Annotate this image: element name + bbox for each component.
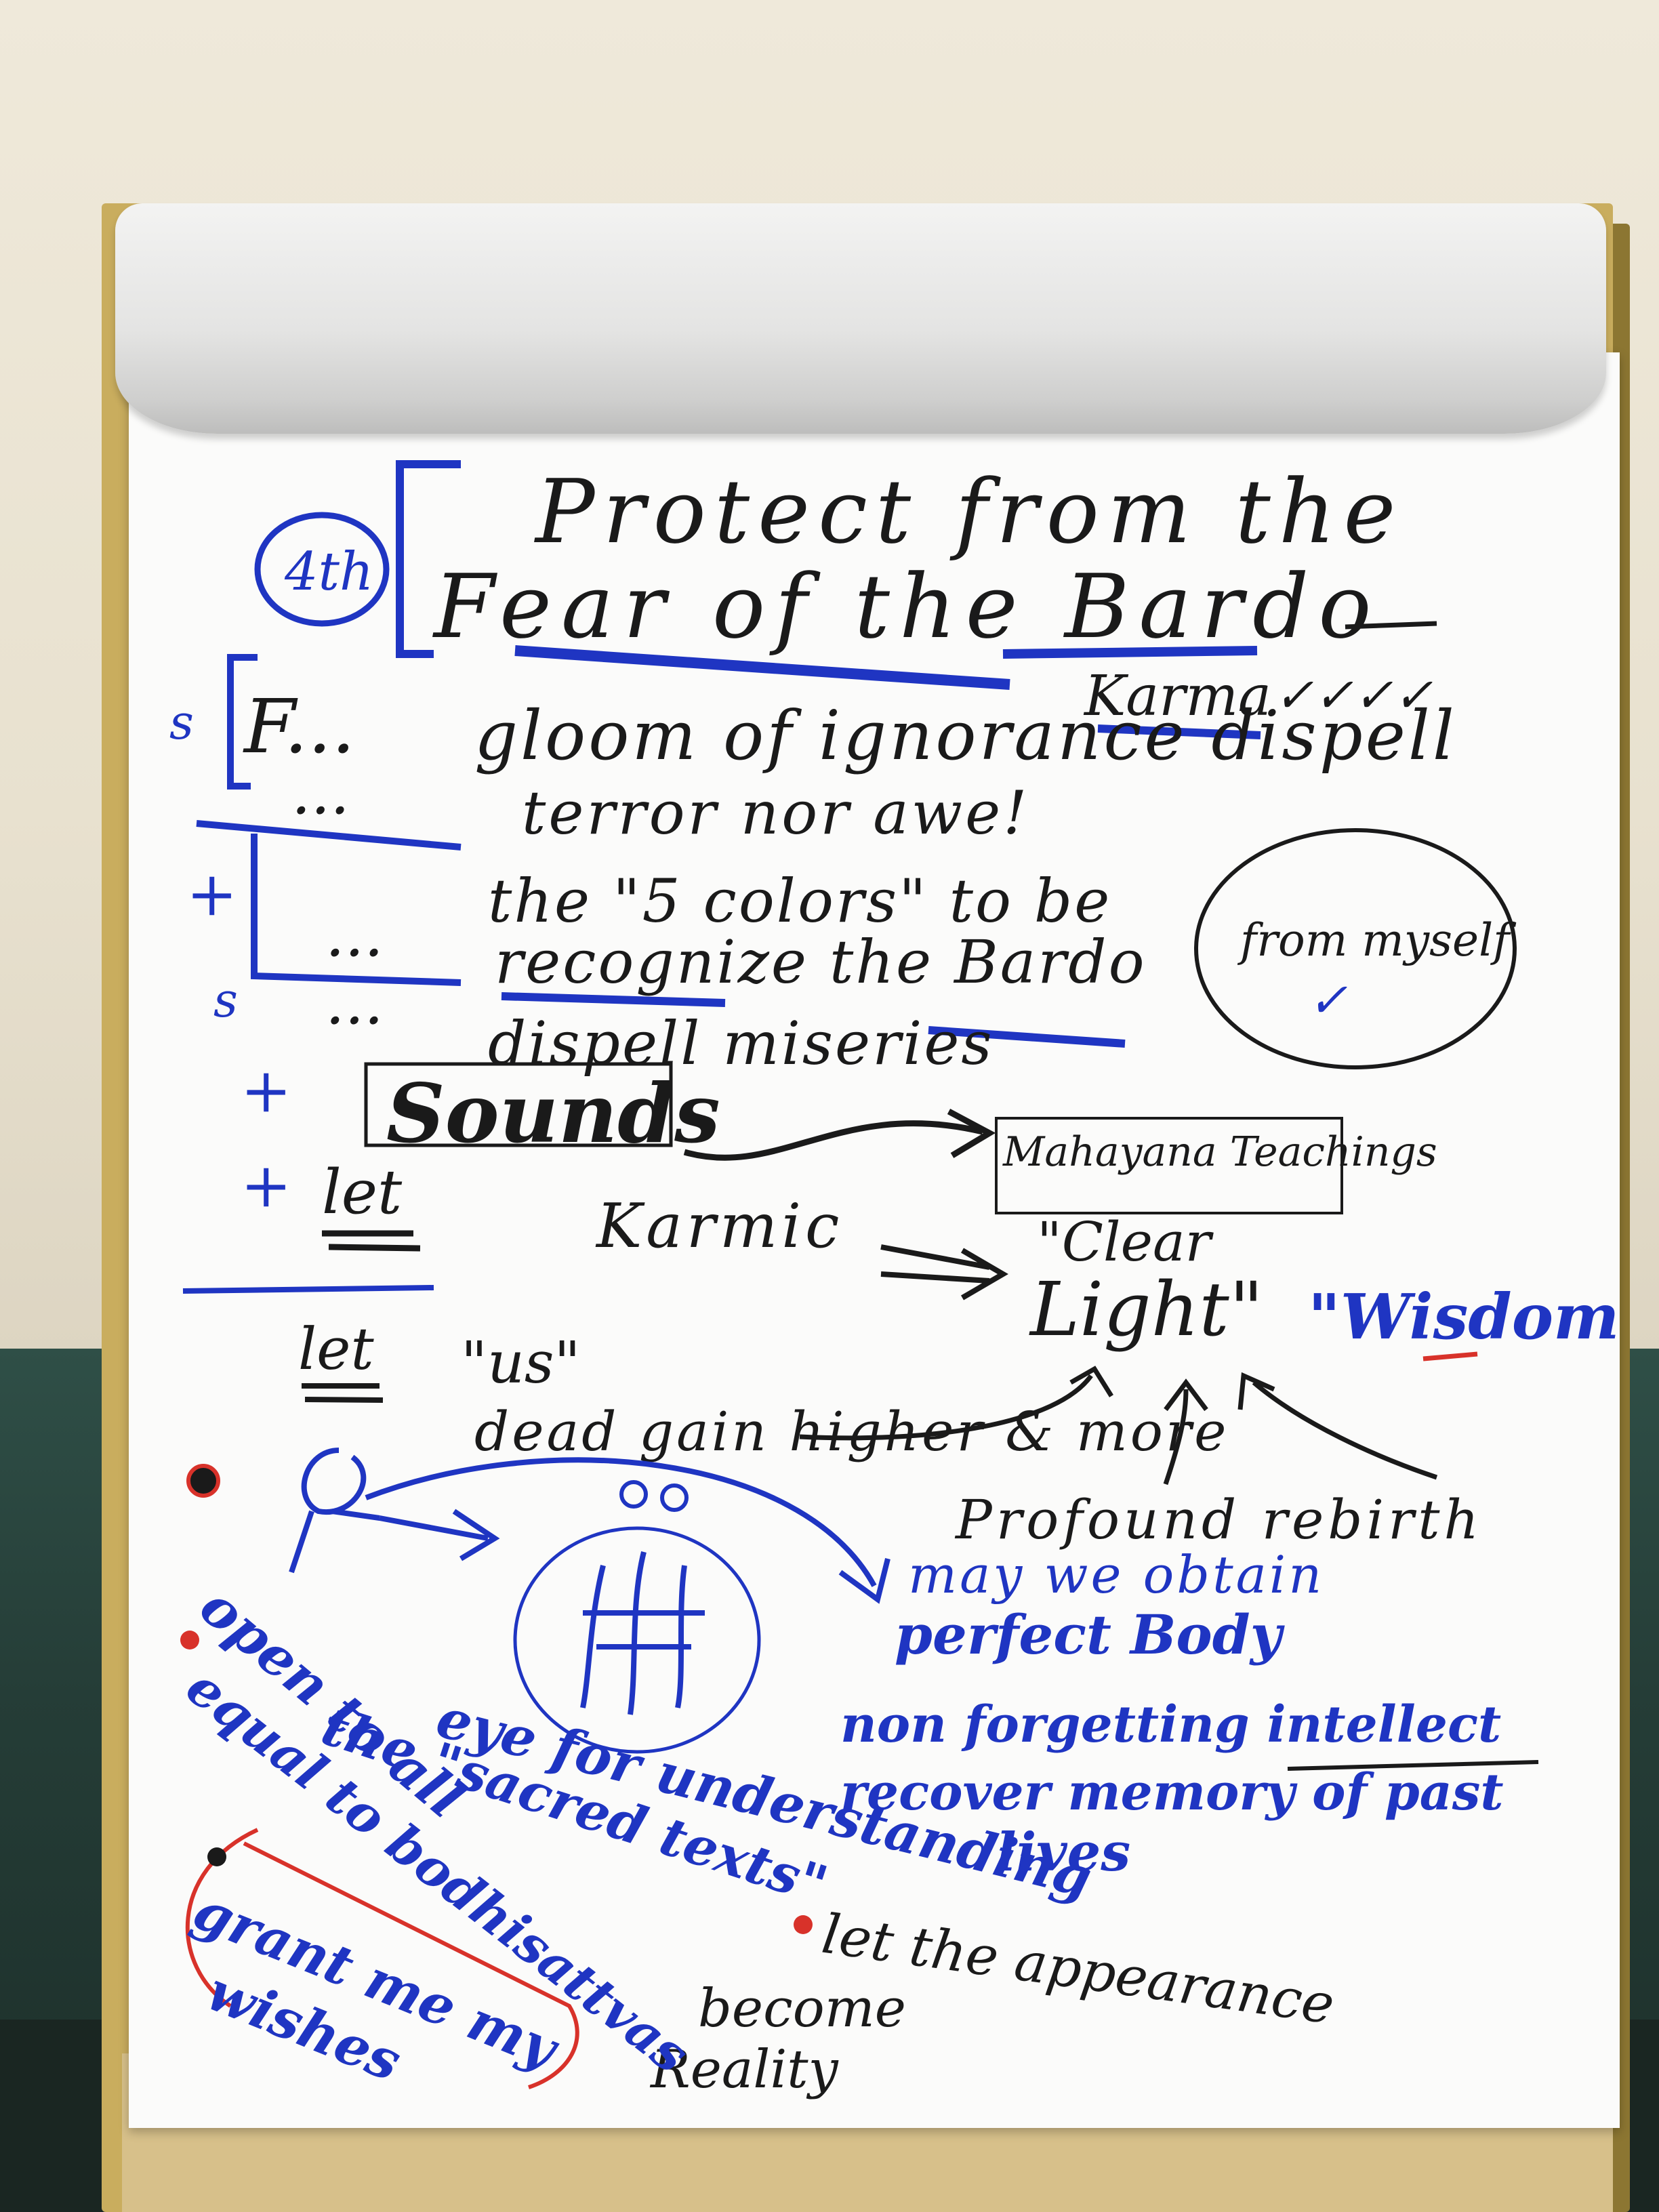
margin-s-1: s	[169, 695, 194, 750]
family-head-2	[660, 1483, 689, 1512]
flipchart-sheet	[129, 352, 1620, 2128]
red-bracket	[185, 1828, 579, 2089]
karmic-word: Karmic	[595, 1191, 843, 1262]
row3-text: the "5 colors" to be	[488, 866, 1111, 936]
title-dash	[1345, 621, 1437, 630]
non-forgetting: non forgetting intellect	[840, 1696, 1501, 1754]
title-line2: Fear of the Bardo	[432, 555, 1381, 658]
badge-4th: 4th	[284, 541, 373, 602]
light-arrows	[799, 1366, 1438, 1486]
figure-arrow	[379, 1509, 500, 1561]
title-bracket	[396, 460, 461, 658]
row5-text: dispell miseries	[488, 1008, 994, 1078]
wisdom-red-mark	[1422, 1351, 1478, 1361]
row2-prefix: ...	[291, 757, 350, 828]
row5-prefix: ...	[325, 967, 384, 1038]
title-line1: Protect from the	[534, 460, 1404, 563]
dead-gain: dead gain higher & more	[474, 1400, 1229, 1463]
underline-recognize	[501, 992, 726, 1007]
mahayana-box	[995, 1117, 1343, 1214]
row1-text: gloom of ignorance dispell	[474, 696, 1457, 775]
let-1: let	[322, 1157, 403, 1228]
family-figures	[580, 1551, 705, 1715]
family-head-1	[619, 1480, 648, 1509]
underline-intellect	[1287, 1760, 1539, 1771]
mahayana-teachings: Mahayana Teachings	[1002, 1128, 1437, 1176]
sounds-arrow	[683, 1120, 984, 1161]
sounds-word: Sounds	[386, 1066, 720, 1162]
karma-word: Karma	[1083, 664, 1271, 729]
become-word: become	[698, 1978, 906, 2039]
dot-top-left	[186, 1464, 220, 1498]
dot-red-right	[794, 1915, 813, 1934]
light-word: Light"	[1029, 1266, 1263, 1353]
karma-checkmarks: ✓✓✓✓	[1274, 668, 1433, 723]
badge-circle	[254, 512, 390, 627]
from-myself-circle	[1194, 828, 1517, 1069]
let-2-marks	[302, 1383, 384, 1403]
sounds-box	[364, 1062, 673, 1147]
dot-black-left	[207, 1847, 226, 1866]
from-myself-check: ✓	[1308, 972, 1348, 1028]
row4-text: recognize the Bardo	[495, 927, 1147, 997]
margin-s-2: s	[213, 972, 238, 1028]
big-blue-arrow	[365, 1457, 890, 1604]
figure-sketch	[289, 1448, 380, 1574]
family-circle	[513, 1526, 761, 1754]
underline-bardo	[1002, 646, 1258, 659]
row4-prefix: ...	[325, 899, 384, 970]
margin-plus-1: +	[186, 859, 237, 930]
karmic-arrow	[880, 1244, 1008, 1300]
profound-rebirth: Profound rebirth	[954, 1488, 1483, 1551]
underline-karma	[1097, 724, 1261, 739]
lives-word: lives	[996, 1822, 1130, 1883]
recover-memory: recover memory of past	[840, 1763, 1504, 1822]
perfect-body: perfect Body	[895, 1603, 1286, 1666]
divider-line	[182, 1285, 434, 1294]
margin-plus-3: +	[241, 1150, 291, 1221]
margin-plus-2: +	[241, 1055, 291, 1126]
row1-prefix: F...	[243, 683, 355, 770]
row2-text: terror nor awe!	[522, 778, 1030, 848]
let-1-marks	[322, 1230, 421, 1252]
wisdom-word: "Wisdom	[1308, 1280, 1619, 1353]
dot-red-left	[180, 1631, 199, 1650]
row-bracket-1	[227, 654, 258, 790]
rolled-pages	[115, 203, 1606, 434]
reality-word: Reality	[649, 2039, 839, 2100]
underline-bardo-2	[928, 1026, 1126, 1048]
underline-fear	[514, 645, 1010, 690]
let-2: let	[298, 1316, 374, 1383]
from-myself: from myself	[1237, 914, 1517, 966]
row-bracket-2	[196, 820, 462, 986]
clear-word: "Clear	[1037, 1210, 1214, 1273]
may-obtain: may we obtain	[908, 1544, 1324, 1605]
us-word: "us"	[461, 1330, 581, 1397]
sounds-arrowhead	[947, 1109, 996, 1158]
